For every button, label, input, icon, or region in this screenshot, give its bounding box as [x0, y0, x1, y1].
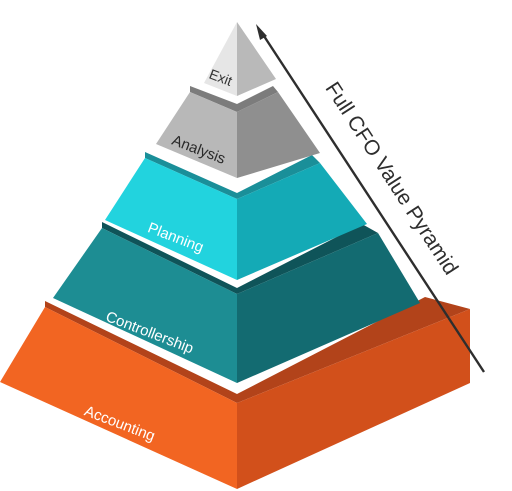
- tier-analysis-left-face: [156, 92, 237, 178]
- tier-exit-left-face: [204, 22, 237, 96]
- tier-planning-left-face: [105, 158, 237, 280]
- tier-analysis: Analysis: [156, 86, 320, 178]
- tier-controllership: Controllership: [53, 222, 420, 383]
- arrow-shaft: [260, 32, 486, 373]
- tier-planning-right-face: [237, 163, 367, 280]
- tier-controllership-left-face: [53, 228, 237, 383]
- arrow: [256, 24, 486, 373]
- tier-accounting-left-face: [0, 307, 237, 489]
- arrow-head-icon: [256, 24, 267, 40]
- tier-accounting-top: [45, 297, 470, 403]
- tier-planning: Planning: [105, 152, 367, 280]
- tier-planning-top: [145, 152, 320, 199]
- tier-analysis-top: [190, 86, 278, 112]
- tier-controllership-right-face: [237, 233, 420, 383]
- tier-accounting: Accounting: [0, 297, 470, 489]
- tier-exit-label: Exit: [207, 66, 235, 89]
- tier-exit: Exit: [204, 22, 276, 96]
- tier-exit-right-face: [237, 22, 276, 96]
- tier-accounting-right-face: [237, 309, 470, 489]
- tier-analysis-right-face: [237, 92, 320, 178]
